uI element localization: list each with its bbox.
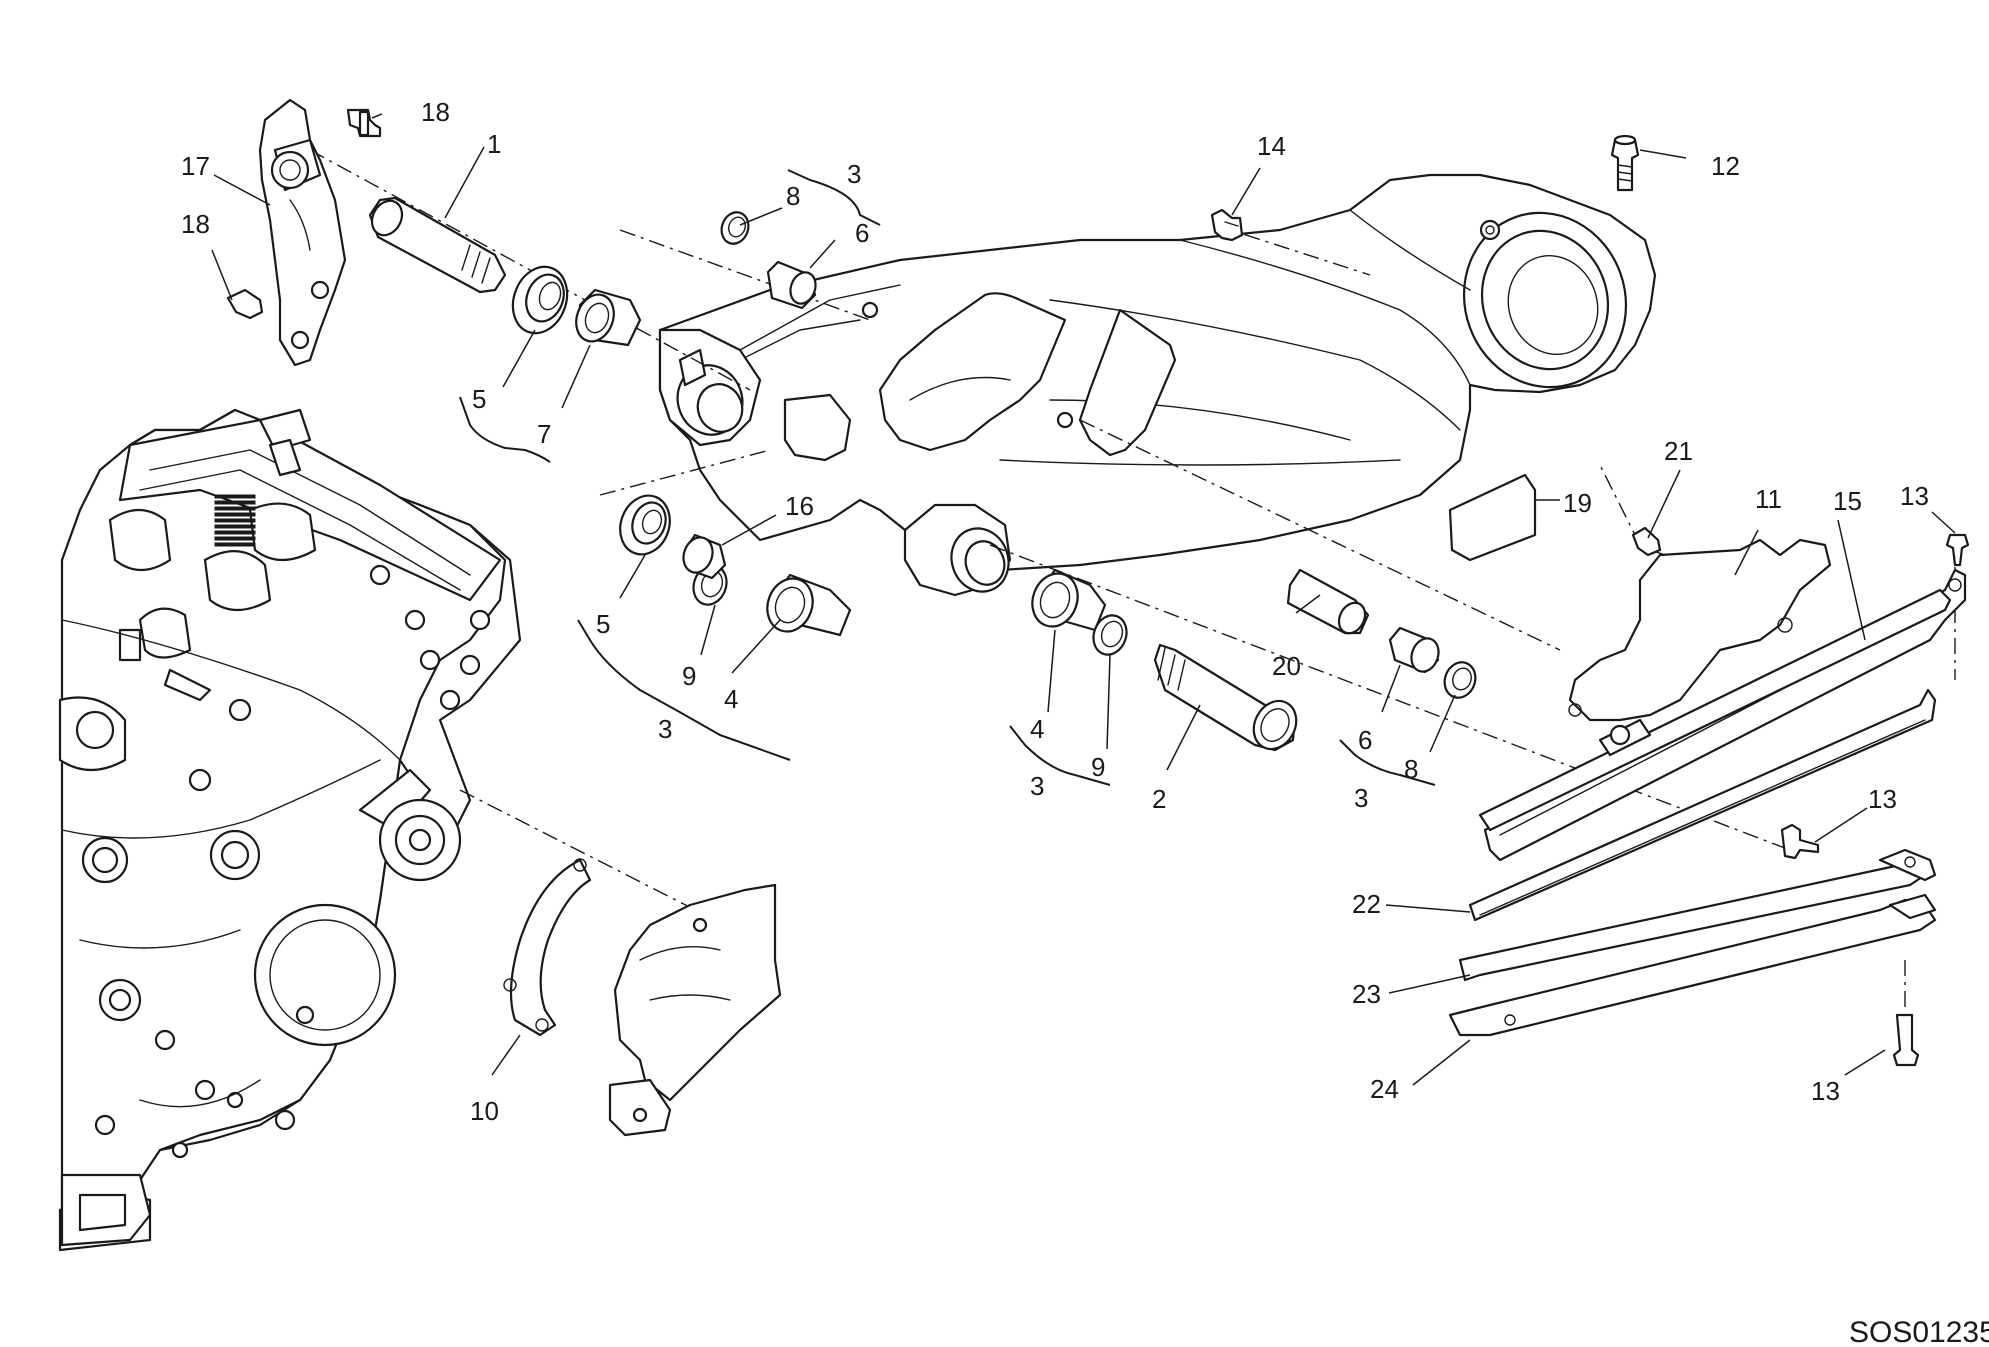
part-16-bushing <box>682 533 727 580</box>
part-5-seal-upper <box>511 265 569 335</box>
callout-10: 10 <box>470 1096 499 1126</box>
part-17-bracket <box>258 98 347 367</box>
callout-5-upper: 5 <box>472 384 486 414</box>
upper-chain-guide <box>1478 588 1952 832</box>
leader-lines <box>211 113 1956 1086</box>
part-18-screw-upper <box>346 108 382 138</box>
callout-13-bottom: 13 <box>1811 1076 1840 1106</box>
engine-assembly <box>58 408 522 1252</box>
part-11-bracket <box>1568 538 1832 722</box>
callout-6-upper: 6 <box>855 218 869 248</box>
callout-11: 11 <box>1755 484 1782 514</box>
part-7-bushing <box>575 288 642 347</box>
callout-15: 15 <box>1833 486 1862 516</box>
callout-23: 23 <box>1352 979 1381 1009</box>
callout-3-right: 3 <box>1354 783 1368 813</box>
part-10-gasket <box>503 858 592 1037</box>
part-4-needle-bearing-right <box>1031 568 1107 632</box>
part-9-ring-right <box>1092 614 1128 656</box>
part-18-screw-lower <box>226 288 264 320</box>
callout-17: 17 <box>181 151 210 181</box>
callout-18-lower: 18 <box>181 209 210 239</box>
callout-7: 7 <box>537 419 551 449</box>
callout-13-middle: 13 <box>1868 784 1897 814</box>
callout-21: 21 <box>1664 436 1693 466</box>
callout-4-left: 4 <box>724 684 738 714</box>
callout-5-lower: 5 <box>596 609 610 639</box>
part-5-seal-lower <box>619 494 671 556</box>
callout-24: 24 <box>1370 1074 1399 1104</box>
part-22-slider <box>1468 688 1937 922</box>
part-19-plate <box>1448 473 1537 562</box>
callout-20: 20 <box>1272 651 1301 681</box>
part-14-bolt <box>1210 208 1244 242</box>
part-12-bolt <box>1610 134 1640 192</box>
part-8-ring-upper <box>720 211 750 245</box>
part-13-screw-bottom <box>1892 1013 1920 1067</box>
callout-8-upper: 8 <box>786 181 800 211</box>
part-21-screw <box>1631 526 1662 557</box>
callout-12: 12 <box>1711 151 1740 181</box>
part-6-spacer-upper <box>766 260 817 310</box>
callout-9-right: 9 <box>1091 752 1105 782</box>
part-2-shaft <box>1153 643 1298 752</box>
callout-2: 2 <box>1152 784 1166 814</box>
part-13-screw-middle <box>1780 823 1820 860</box>
callout-22: 22 <box>1352 889 1381 919</box>
part-24-slider <box>1448 893 1937 1037</box>
swingarm <box>658 173 1657 597</box>
part-8-ring-lower <box>1443 661 1477 699</box>
part-13-screw-top <box>1945 533 1970 567</box>
callout-1: 1 <box>487 129 501 159</box>
callout-4-right: 4 <box>1030 714 1044 744</box>
callout-19: 19 <box>1563 488 1592 518</box>
callout-18-upper: 18 <box>421 97 450 127</box>
part-23-slider <box>1458 848 1937 982</box>
callout-13-top: 13 <box>1900 481 1929 511</box>
part-6-spacer-lower <box>1388 626 1440 674</box>
callout-3-left: 3 <box>658 714 672 744</box>
part-1-pivot-shaft <box>368 196 507 294</box>
callout-labels: 1 2 3 3 3 3 4 4 5 5 6 6 7 8 8 9 9 10 11 … <box>181 97 1929 1126</box>
group-brackets <box>459 169 1436 786</box>
callout-16: 16 <box>785 491 814 521</box>
callout-14: 14 <box>1257 131 1286 161</box>
callout-8-lower: 8 <box>1404 754 1418 784</box>
callout-3-top: 3 <box>847 159 861 189</box>
part-20-spacer-tube <box>1286 568 1370 635</box>
callout-3-middle: 3 <box>1030 771 1044 801</box>
sprocket-cover <box>608 883 782 1137</box>
callout-9-left: 9 <box>682 661 696 691</box>
drawing-code: SOS01235 <box>1849 1316 1989 1347</box>
part-4-needle-bearing-left <box>766 573 852 637</box>
callout-6-lower: 6 <box>1358 725 1372 755</box>
